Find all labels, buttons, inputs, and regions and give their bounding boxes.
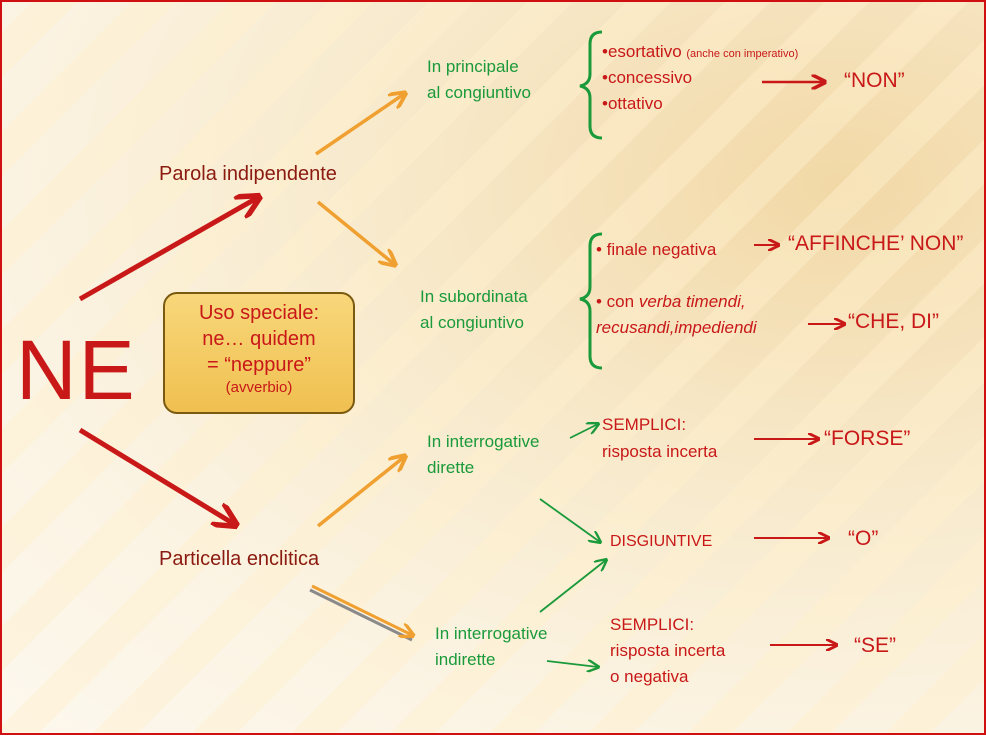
result-o: “O”	[848, 527, 879, 550]
list-esortativo: •esortativo (anche con imperativo)	[602, 42, 798, 62]
bracket-principale	[579, 30, 603, 140]
root-ne: NE	[16, 323, 137, 417]
arrow-particella-to-indirette	[311, 584, 412, 635]
subordinata-line-1: In subordinata	[420, 287, 528, 306]
semplici-indirette-line-1: SEMPLICI:	[610, 615, 695, 634]
arrow-indirette-to-semplici	[546, 661, 598, 667]
semplici-indirette-line-3: o negativa	[610, 667, 689, 686]
disgiuntive: DISGIUNTIVE	[610, 533, 713, 550]
result-non: “NON”	[844, 69, 905, 92]
arrow-parola-to-subordinata	[316, 200, 394, 264]
list-esortativo-note: (anche con imperativo)	[686, 48, 799, 60]
dirette-line-2: dirette	[427, 458, 475, 477]
special-line-4: (avverbio)	[225, 379, 293, 396]
semplici-dirette-line-2: risposta incerta	[602, 442, 718, 461]
list-verba-timendi: • con verba timendi,	[596, 292, 746, 312]
semplici-indirette-line-2: risposta incerta	[610, 641, 726, 660]
subordinata-line-2: al congiuntivo	[420, 313, 524, 332]
arrow-particella-to-dirette	[316, 457, 404, 528]
arrow-indirette-to-disgiuntive	[539, 560, 606, 613]
special-line-1: Uso speciale:	[198, 302, 320, 324]
arrow-ne-to-particella	[78, 427, 234, 524]
list-esortativo-label: •esortativo	[602, 42, 682, 61]
special-line-3: = “neppure”	[207, 354, 311, 376]
arrow-particella-to-indirette-shadow	[309, 588, 413, 642]
result-affinche-non: “AFFINCHE’ NON”	[788, 232, 964, 255]
list-ottativo: •ottativo	[602, 94, 663, 113]
arrow-dirette-to-semplici	[569, 424, 598, 439]
list-concessivo: •concessivo	[602, 68, 693, 87]
list-verba-italic: verba timendi,	[638, 292, 746, 311]
special-line-2: ne… quidem	[202, 328, 316, 350]
branch-parola-indipendente: Parola indipendente	[159, 163, 337, 185]
result-se: “SE”	[854, 634, 896, 657]
arrow-ne-to-parola	[78, 198, 257, 302]
indirette-line-1: In interrogative	[435, 624, 548, 643]
result-che-di: “CHE, DI”	[848, 310, 939, 333]
arrow-parola-to-principale	[315, 94, 404, 156]
list-recusandi: recusandi,impediendi	[596, 318, 757, 337]
arrow-dirette-to-disgiuntive	[539, 498, 600, 542]
dirette-line-1: In interrogative	[427, 432, 540, 451]
list-finale-negativa: • finale negativa	[596, 240, 717, 259]
branch-particella-enclitica: Particella enclitica	[159, 548, 320, 570]
special-use-box: Uso speciale: ne… quidem = “neppure” (av…	[163, 292, 355, 414]
result-forse: “FORSE”	[824, 427, 911, 450]
bracket-subordinata	[579, 232, 603, 370]
principale-line-1: In principale	[427, 57, 519, 76]
semplici-dirette-line-1: SEMPLICI:	[602, 415, 687, 434]
principale-line-2: al congiuntivo	[427, 83, 531, 102]
list-verba-prefix: • con	[596, 292, 639, 311]
indirette-line-2: indirette	[435, 650, 496, 669]
